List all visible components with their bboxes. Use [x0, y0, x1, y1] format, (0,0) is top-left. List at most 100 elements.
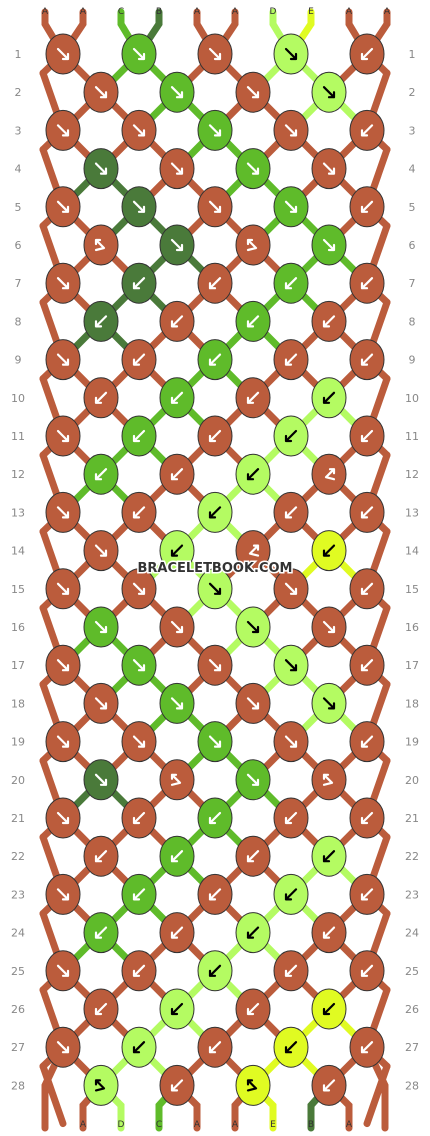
- knot: [235, 377, 271, 419]
- knot: [349, 568, 385, 610]
- row-number-right: 7: [409, 277, 416, 290]
- knot-arrow-icon: [246, 1079, 258, 1092]
- knot: [311, 148, 347, 190]
- row-number-right: 10: [405, 392, 419, 405]
- knot-arrow-icon: [170, 238, 184, 252]
- knot: [235, 682, 271, 724]
- knot-arrow-icon: [94, 468, 108, 481]
- knot: [273, 1026, 309, 1068]
- knot-arrow-icon: [284, 277, 298, 290]
- row-number-left: 11: [11, 430, 25, 443]
- row-number-right: 9: [409, 354, 416, 367]
- knot: [83, 759, 119, 801]
- knot: [235, 1064, 271, 1106]
- knot: [311, 224, 347, 266]
- knot: [349, 1026, 385, 1068]
- top-string-label: E: [308, 7, 314, 17]
- knot: [349, 491, 385, 533]
- knot: [45, 797, 81, 839]
- knot: [83, 988, 119, 1030]
- knot: [235, 530, 271, 572]
- knot: [311, 606, 347, 648]
- knot: [273, 797, 309, 839]
- knot-arrow-icon: [170, 1079, 184, 1092]
- row-number-left: 18: [11, 697, 25, 710]
- knot: [273, 262, 309, 304]
- knot: [349, 950, 385, 992]
- knot-grid: [45, 33, 385, 1106]
- knot: [235, 148, 271, 190]
- knot-arrow-icon: [322, 391, 336, 404]
- knot: [197, 568, 233, 610]
- knot-arrow-icon: [246, 86, 260, 99]
- knot: [45, 33, 81, 75]
- knot-arrow-icon: [94, 850, 108, 863]
- knot: [159, 224, 195, 266]
- knot-arrow-icon: [56, 659, 70, 672]
- knot: [83, 530, 119, 572]
- row-number-left: 16: [11, 621, 25, 634]
- knot-arrow-icon: [208, 811, 222, 825]
- knot-arrow-icon: [208, 735, 222, 748]
- knot: [197, 873, 233, 915]
- bottom-string-label: C: [156, 1120, 162, 1130]
- knot: [159, 453, 195, 495]
- row-number-right: 19: [405, 736, 419, 749]
- knot: [235, 606, 271, 648]
- knot-arrow-icon: [132, 277, 146, 290]
- knot: [197, 644, 233, 686]
- knot-arrow-icon: [170, 1002, 184, 1016]
- row-number-left: 19: [11, 736, 25, 749]
- knot: [45, 644, 81, 686]
- row-number-right: 20: [405, 774, 419, 787]
- knot: [197, 1026, 233, 1068]
- knot-arrow-icon: [132, 735, 146, 748]
- knot: [83, 835, 119, 877]
- knot-arrow-icon: [208, 888, 222, 901]
- row-number-left: 10: [11, 392, 25, 405]
- knot-arrow-icon: [132, 353, 146, 366]
- knot-arrow-icon: [284, 582, 298, 595]
- knot: [349, 873, 385, 915]
- top-string-label: A: [42, 7, 49, 17]
- knot: [311, 682, 347, 724]
- knot-arrow-icon: [246, 773, 260, 786]
- knot-arrow-icon: [208, 124, 222, 137]
- knot: [349, 721, 385, 763]
- bottom-string-label: A: [80, 1120, 87, 1130]
- row-number-right: 21: [405, 812, 419, 825]
- knot: [273, 33, 309, 75]
- bottom-string-label: A: [232, 1120, 239, 1130]
- knot-arrow-icon: [246, 162, 260, 175]
- knot-arrow-icon: [132, 811, 146, 825]
- knot-arrow-icon: [56, 1041, 70, 1054]
- knot: [273, 415, 309, 457]
- row-number-right: 11: [405, 430, 419, 443]
- bottom-string-label: E: [270, 1120, 276, 1130]
- knot: [197, 721, 233, 763]
- knot-arrow-icon: [94, 773, 108, 786]
- knot: [83, 606, 119, 648]
- knot-arrow-icon: [360, 353, 374, 366]
- knot-arrow-icon: [284, 659, 298, 672]
- knot: [121, 644, 157, 686]
- knot-arrow-icon: [208, 964, 222, 977]
- knot-arrow-icon: [56, 506, 70, 519]
- row-number-right: 25: [405, 965, 419, 978]
- knot: [235, 988, 271, 1030]
- top-string-label: A: [80, 7, 87, 17]
- row-number-right: 14: [405, 545, 419, 558]
- knot: [235, 453, 271, 495]
- knot: [311, 912, 347, 954]
- knot: [197, 33, 233, 75]
- row-number-left: 9: [15, 354, 22, 367]
- knot: [159, 606, 195, 648]
- knot: [45, 491, 81, 533]
- top-string-label: B: [156, 7, 162, 17]
- knot: [45, 721, 81, 763]
- row-number-right: 24: [405, 927, 419, 940]
- knot: [83, 148, 119, 190]
- knot-arrow-icon: [132, 47, 146, 61]
- knot-arrow-icon: [56, 124, 70, 137]
- knot-arrow-icon: [360, 735, 374, 748]
